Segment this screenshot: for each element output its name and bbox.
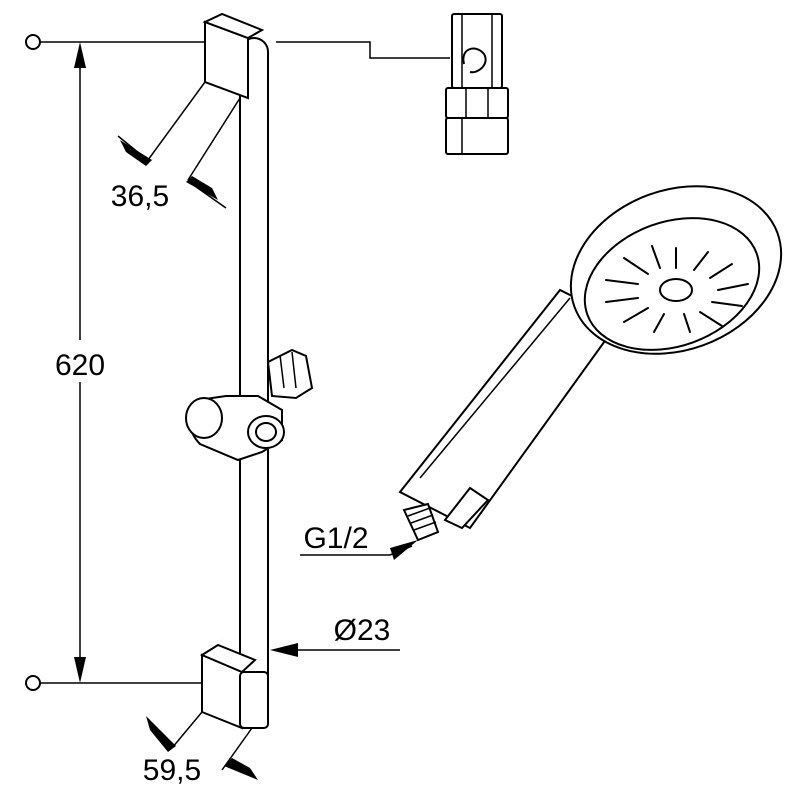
thread-label: G1/2 bbox=[303, 522, 368, 555]
diameter-label: Ø23 bbox=[334, 614, 391, 647]
slide-holder bbox=[185, 348, 314, 462]
shower-hose bbox=[213, 448, 237, 641]
top-wall-bracket bbox=[202, 12, 265, 100]
height-dimension: 620 bbox=[45, 42, 117, 683]
height-dimension-label: 620 bbox=[55, 349, 105, 382]
bracket-detail bbox=[276, 13, 509, 155]
bottom-offset-label: 59,5 bbox=[143, 754, 201, 787]
rail-bar bbox=[239, 37, 269, 729]
top-offset-dimension: 36,5 bbox=[111, 81, 241, 213]
bottom-wall-bracket bbox=[199, 643, 269, 730]
bottom-mount-point-marker bbox=[25, 675, 41, 691]
diameter-dimension: Ø23 bbox=[270, 614, 400, 657]
thread-dimension: G1/2 bbox=[300, 522, 418, 560]
bottom-offset-dimension: 59,5 bbox=[143, 711, 258, 787]
hand-shower bbox=[398, 185, 783, 542]
slide-rail bbox=[239, 37, 269, 729]
spray-nozzles bbox=[605, 245, 749, 333]
top-offset-label: 36,5 bbox=[111, 180, 169, 213]
top-mount-point-marker bbox=[25, 34, 41, 50]
